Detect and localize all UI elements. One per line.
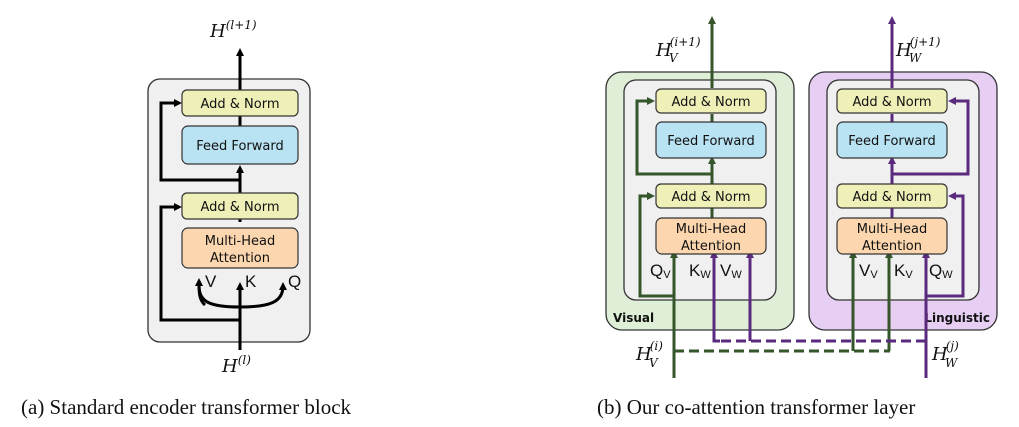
linguistic-label: Linguistic bbox=[924, 311, 990, 325]
linguistic-residual-top bbox=[892, 97, 970, 176]
visual-label: Visual bbox=[613, 311, 654, 325]
linguistic-attention-line1: Multi-Head bbox=[857, 222, 927, 237]
visual-feed-forward-box bbox=[655, 121, 767, 159]
feed-forward-box bbox=[181, 125, 299, 165]
add-norm-top-label: Add & Norm bbox=[200, 97, 279, 112]
feed-forward-label: Feed Forward bbox=[196, 139, 283, 154]
linguistic-add-norm-bottom-box bbox=[836, 183, 948, 209]
visual-kw-line bbox=[710, 250, 720, 343]
linguistic-v-label: VV bbox=[859, 261, 878, 281]
input-label: H(l) bbox=[221, 353, 251, 377]
linguistic-add-norm-top-label: Add & Norm bbox=[852, 95, 931, 110]
visual-input-sub: V bbox=[649, 356, 659, 370]
linguistic-residual-bottom bbox=[926, 192, 965, 298]
attention-label-line1: Multi-Head bbox=[205, 234, 275, 249]
visual-add-norm-bottom-label: Add & Norm bbox=[671, 190, 750, 205]
v-label: V bbox=[205, 272, 217, 291]
linguistic-add-norm-top-box bbox=[836, 88, 948, 114]
visual-attention-line2: Attention bbox=[681, 239, 741, 254]
visual-add-norm-bottom-box bbox=[655, 183, 767, 209]
caption-b: (b) Our co-attention transformer layer bbox=[597, 395, 915, 419]
linguistic-output-label: H(j+1) bbox=[895, 35, 941, 61]
v-arrow bbox=[195, 278, 207, 307]
k-label: K bbox=[245, 272, 257, 291]
visual-residual-bottom bbox=[638, 192, 674, 298]
linguistic-feed-forward-label: Feed Forward bbox=[848, 134, 935, 149]
multi-head-attention-box bbox=[181, 227, 299, 269]
linguistic-q-label: QW bbox=[929, 261, 953, 281]
linguistic-feed-forward-box bbox=[836, 121, 948, 159]
visual-add-norm-top-label: Add & Norm bbox=[671, 95, 750, 110]
visual-feed-forward-label: Feed Forward bbox=[667, 134, 754, 149]
visual-output-label: H(i+1) bbox=[655, 35, 701, 61]
add-norm-bottom-label: Add & Norm bbox=[200, 200, 279, 215]
linguistic-add-norm-bottom-label: Add & Norm bbox=[852, 190, 931, 205]
residual-arrow-bottom bbox=[159, 203, 240, 322]
visual-k-label: KW bbox=[689, 261, 711, 281]
visual-attention-box bbox=[655, 217, 767, 255]
panel-b: Visual Linguistic Add & Norm Fee bbox=[597, 16, 998, 419]
linguistic-input-label: H(j) bbox=[931, 339, 959, 365]
add-norm-top-box bbox=[181, 89, 299, 117]
q-label: Q bbox=[288, 272, 301, 291]
visual-attention-line1: Multi-Head bbox=[676, 222, 746, 237]
visual-residual-top bbox=[635, 97, 712, 176]
add-norm-bottom-box bbox=[181, 192, 299, 220]
panel-a: Add & Norm Feed Forward Add & Norm Multi… bbox=[21, 18, 352, 419]
linguistic-input-sub: W bbox=[945, 356, 959, 370]
linguistic-attention-box bbox=[836, 217, 948, 255]
visual-add-norm-top-box bbox=[655, 88, 767, 114]
linguistic-attention-line2: Attention bbox=[862, 239, 922, 254]
linguistic-k-label: KV bbox=[894, 261, 913, 281]
visual-output-sub: V bbox=[669, 51, 679, 65]
visual-input-label: H(i) bbox=[635, 339, 663, 365]
attention-label-line2: Attention bbox=[210, 251, 270, 266]
visual-v-label: VW bbox=[720, 261, 742, 281]
visual-q-label: QV bbox=[650, 261, 671, 281]
linguistic-output-sub: W bbox=[909, 51, 923, 65]
output-label: H(l+1) bbox=[209, 18, 257, 42]
caption-a: (a) Standard encoder transformer block bbox=[21, 395, 352, 419]
vkq-fork bbox=[197, 282, 287, 309]
